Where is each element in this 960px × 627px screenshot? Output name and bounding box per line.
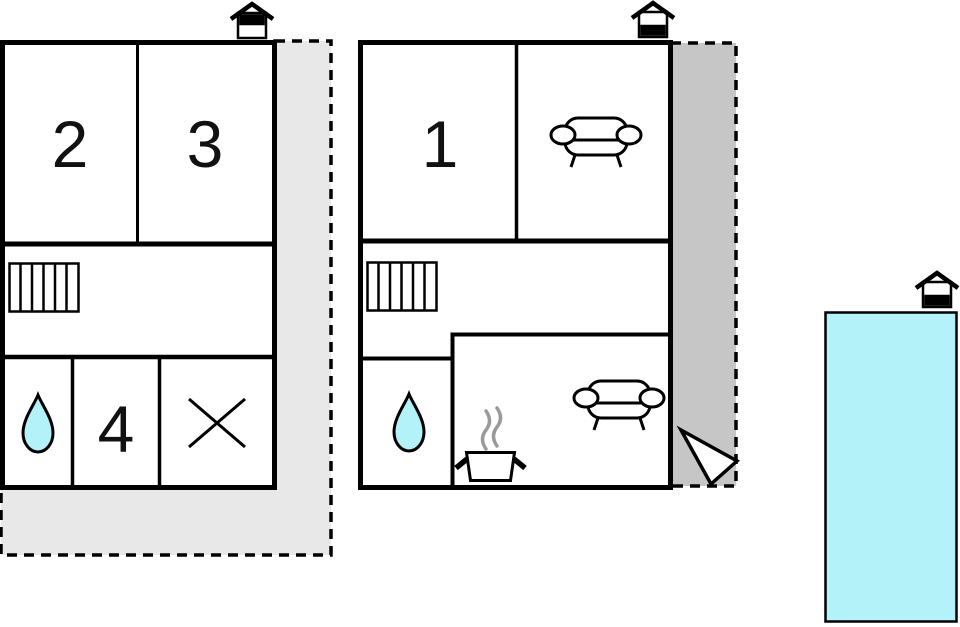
pot-body xyxy=(464,451,517,482)
crossed-area-icon xyxy=(188,397,246,449)
room-label: 1 xyxy=(422,107,459,181)
house-orientation-icon xyxy=(231,4,273,38)
house-orientation-icon xyxy=(632,3,674,37)
swimming-pool xyxy=(824,311,958,623)
entrance-arrow-icon xyxy=(676,425,741,487)
staircase-icon xyxy=(366,260,438,312)
steam-icon xyxy=(480,406,503,451)
balcony-area xyxy=(669,41,738,488)
room-label: 4 xyxy=(98,392,135,466)
pot-handles xyxy=(454,456,527,471)
room-label: 2 xyxy=(52,107,89,181)
right-unit-wall-kitchen xyxy=(450,332,673,485)
house-orientation-icon xyxy=(916,273,958,307)
staircase-icon xyxy=(8,261,80,313)
cooking-pot-icon xyxy=(454,406,527,482)
room-label: 3 xyxy=(187,107,224,181)
left-unit-wall-bottom-dividers xyxy=(70,359,162,485)
